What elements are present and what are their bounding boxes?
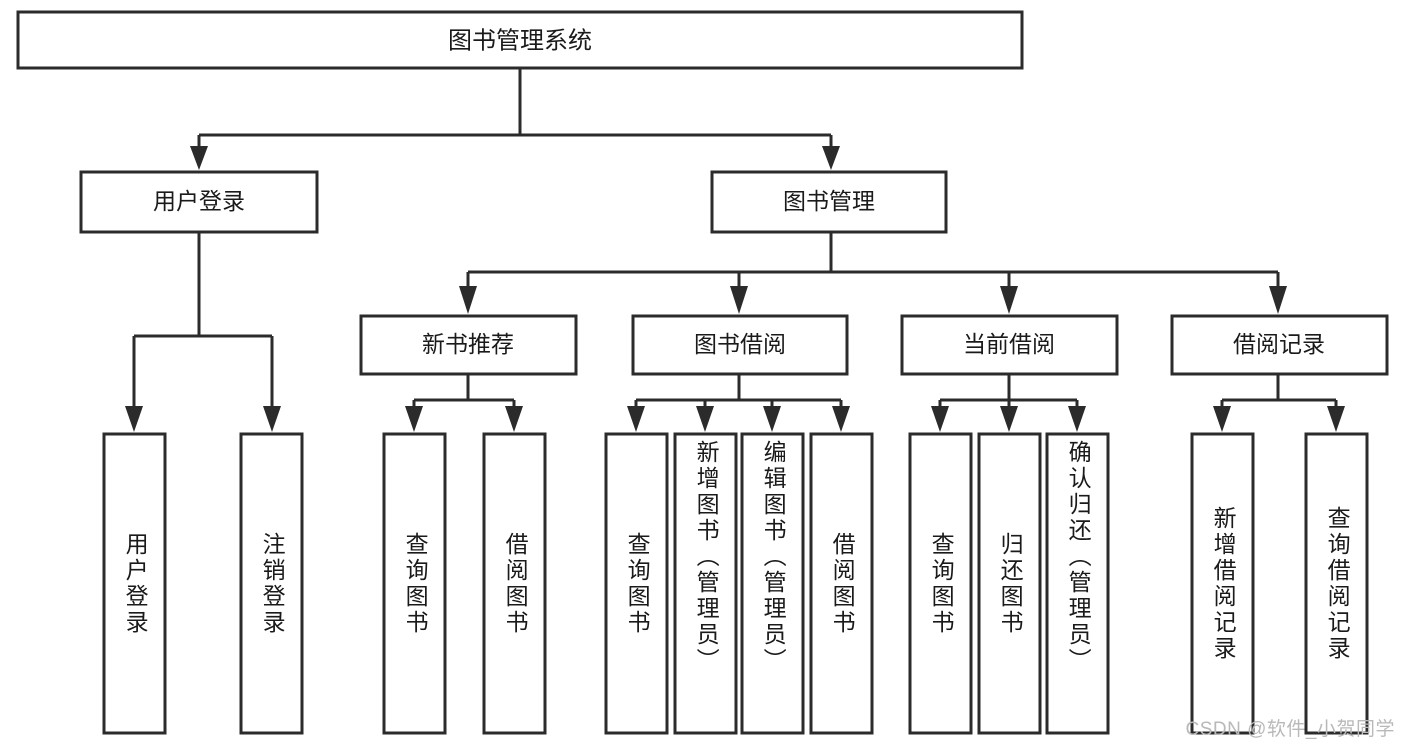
connector-userlogin-to-leaves [125, 232, 281, 432]
arrow-head-icon [125, 406, 143, 432]
arrow-head-icon [822, 146, 840, 170]
node-user-login[interactable]: 用户登录 [79, 170, 319, 234]
leaf-box-query-book-2 [604, 432, 669, 735]
watermark-text: CSDN @软件_小贺同学 [1185, 719, 1395, 740]
node-book-management[interactable]: 图书管理 [710, 170, 948, 234]
arrow-head-icon [1000, 286, 1018, 314]
node-book-borrow[interactable]: 图书借阅 [631, 314, 849, 376]
connector-root-to-level2 [190, 68, 840, 170]
leaf-box-user-login [102, 432, 167, 735]
node-root-system[interactable]: 图书管理系统 [16, 10, 1024, 70]
leaf-box-query-book-3 [908, 432, 973, 735]
leaf-box-add-book [673, 432, 738, 735]
arrow-head-icon [1269, 286, 1287, 314]
leaf-box-query-record [1304, 432, 1369, 735]
leaf-box-return-book [977, 432, 1042, 735]
connector-bookborrow-to-leaves [627, 374, 850, 432]
leaf-box-confirm-return [1045, 432, 1110, 735]
node-user-login-label: 用户登录 [153, 188, 245, 214]
arrow-head-icon [1000, 406, 1018, 432]
connector-bookmgmt-to-level3 [459, 232, 1287, 314]
arrow-head-icon [931, 406, 949, 432]
arrow-head-icon [627, 406, 645, 432]
connector-newbook-to-leaves [405, 374, 523, 432]
node-borrow-records-label: 借阅记录 [1233, 331, 1325, 357]
node-root-label: 图书管理系统 [448, 27, 592, 54]
arrow-head-icon [505, 406, 523, 432]
arrow-head-icon [763, 406, 781, 432]
arrow-head-icon [459, 286, 477, 314]
arrow-head-icon [696, 406, 714, 432]
arrow-head-icon [1068, 406, 1086, 432]
arrow-head-icon [405, 406, 423, 432]
arrow-head-icon [1327, 406, 1345, 432]
arrow-head-icon [730, 286, 748, 314]
node-new-book-recommend-label: 新书推荐 [422, 331, 514, 357]
node-book-management-label: 图书管理 [783, 188, 875, 214]
node-current-borrow-label: 当前借阅 [963, 331, 1055, 357]
node-current-borrow[interactable]: 当前借阅 [900, 314, 1119, 376]
leaf-box-edit-book [740, 432, 805, 735]
leaf-box-borrow-book-1 [482, 432, 547, 735]
arrow-head-icon [263, 406, 281, 432]
connector-borrowrecords-to-leaves [1213, 374, 1345, 432]
node-borrow-records[interactable]: 借阅记录 [1170, 314, 1389, 376]
arrow-head-icon [1213, 406, 1231, 432]
leaf-box-borrow-book-2 [809, 432, 874, 735]
node-book-borrow-label: 图书借阅 [694, 331, 786, 357]
node-new-book-recommend[interactable]: 新书推荐 [359, 314, 578, 376]
arrow-head-icon [190, 146, 208, 170]
arrow-head-icon [832, 406, 850, 432]
connector-currentborrow-to-leaves [931, 374, 1086, 432]
leaf-box-add-record [1190, 432, 1255, 735]
leaf-box-query-book-1 [382, 432, 447, 735]
leaf-box-logout-login [239, 432, 304, 735]
